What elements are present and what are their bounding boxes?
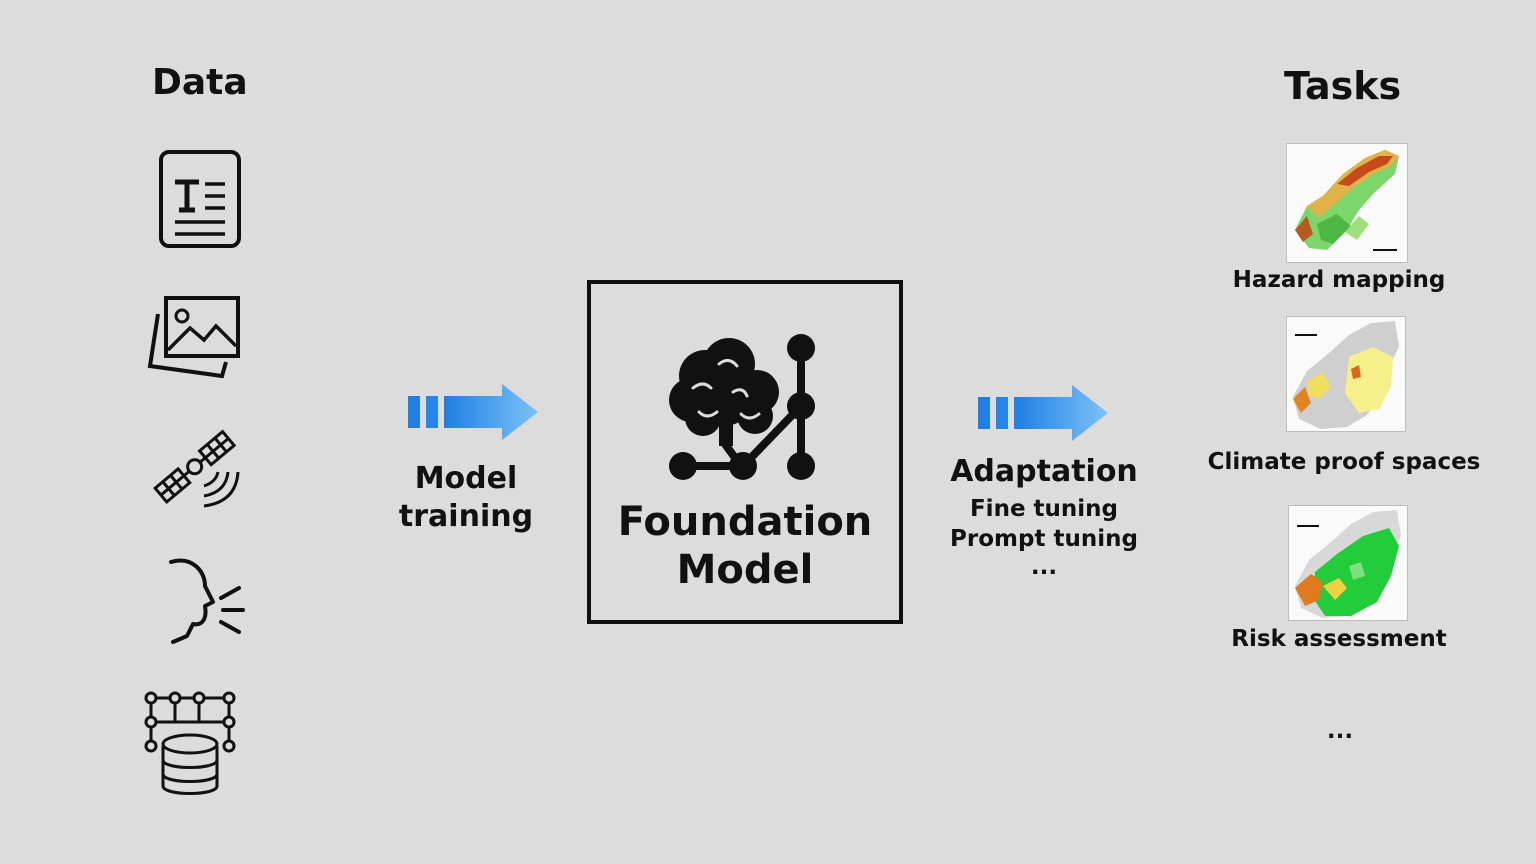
- tasks-ellipsis: ...: [1326, 718, 1354, 744]
- brain-network-icon: [663, 334, 827, 494]
- image-icon: [146, 294, 242, 384]
- hazard-map-thumbnail: [1286, 143, 1408, 263]
- text-document-icon: [155, 148, 245, 250]
- model-training-line2: training: [398, 499, 534, 534]
- adaptation-arrow-icon: [978, 383, 1110, 443]
- data-heading: Data: [152, 62, 248, 103]
- foundation-model-line1: Foundation: [617, 499, 873, 545]
- tasks-heading: Tasks: [1284, 64, 1402, 108]
- satellite-icon: [146, 420, 242, 512]
- foundation-model-line2: Model: [676, 547, 814, 593]
- adaptation-ellipsis: ...: [1030, 554, 1058, 580]
- model-training-arrow-icon: [408, 382, 540, 442]
- adaptation-label: Adaptation Fine tuning Prompt tuning ...: [930, 452, 1158, 580]
- climate-proof-map-thumbnail: [1286, 316, 1406, 432]
- risk-assessment-label: Risk assessment: [1231, 626, 1447, 652]
- foundation-model-label: Foundation Model: [591, 498, 899, 594]
- adaptation-fine-tuning: Fine tuning: [969, 496, 1119, 522]
- database-grid-icon: [143, 690, 237, 796]
- adaptation-prompt-tuning: Prompt tuning: [950, 526, 1138, 552]
- foundation-model-box: Foundation Model: [587, 280, 903, 624]
- climate-proof-spaces-label: Climate proof spaces: [1207, 449, 1481, 475]
- model-training-line1: Model: [414, 461, 518, 496]
- adaptation-title: Adaptation: [950, 454, 1138, 489]
- speech-icon: [165, 556, 247, 648]
- risk-assessment-map-thumbnail: [1288, 505, 1408, 621]
- model-training-label: Model training: [380, 460, 552, 536]
- hazard-mapping-label: Hazard mapping: [1232, 267, 1446, 293]
